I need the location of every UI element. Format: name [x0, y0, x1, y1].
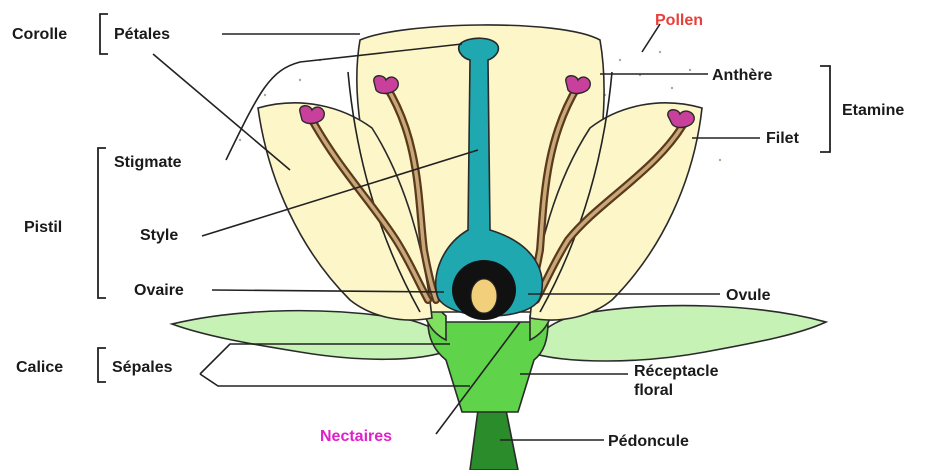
- label-filet: Filet: [766, 130, 800, 147]
- label-style: Style: [140, 227, 178, 244]
- label-receptacle-line2: floral: [634, 382, 673, 399]
- label-ovaire: Ovaire: [134, 282, 184, 299]
- label-calice: Calice: [16, 359, 63, 376]
- label-nectaires: Nectaires: [320, 428, 392, 445]
- label-ovule: Ovule: [726, 287, 771, 304]
- label-etamine: Etamine: [842, 102, 904, 119]
- label-stigmate: Stigmate: [114, 154, 182, 171]
- label-petales: Pétales: [114, 26, 170, 43]
- label-sepales: Sépales: [112, 359, 173, 376]
- label-anthere: Anthère: [712, 67, 773, 84]
- label-pedoncule: Pédoncule: [608, 433, 689, 450]
- label-corolle: Corolle: [12, 26, 67, 43]
- label-receptacle-line1: Réceptacle: [634, 363, 719, 380]
- label-pistil: Pistil: [24, 219, 62, 236]
- label-pollen: Pollen: [655, 12, 703, 29]
- ovule: [471, 279, 497, 313]
